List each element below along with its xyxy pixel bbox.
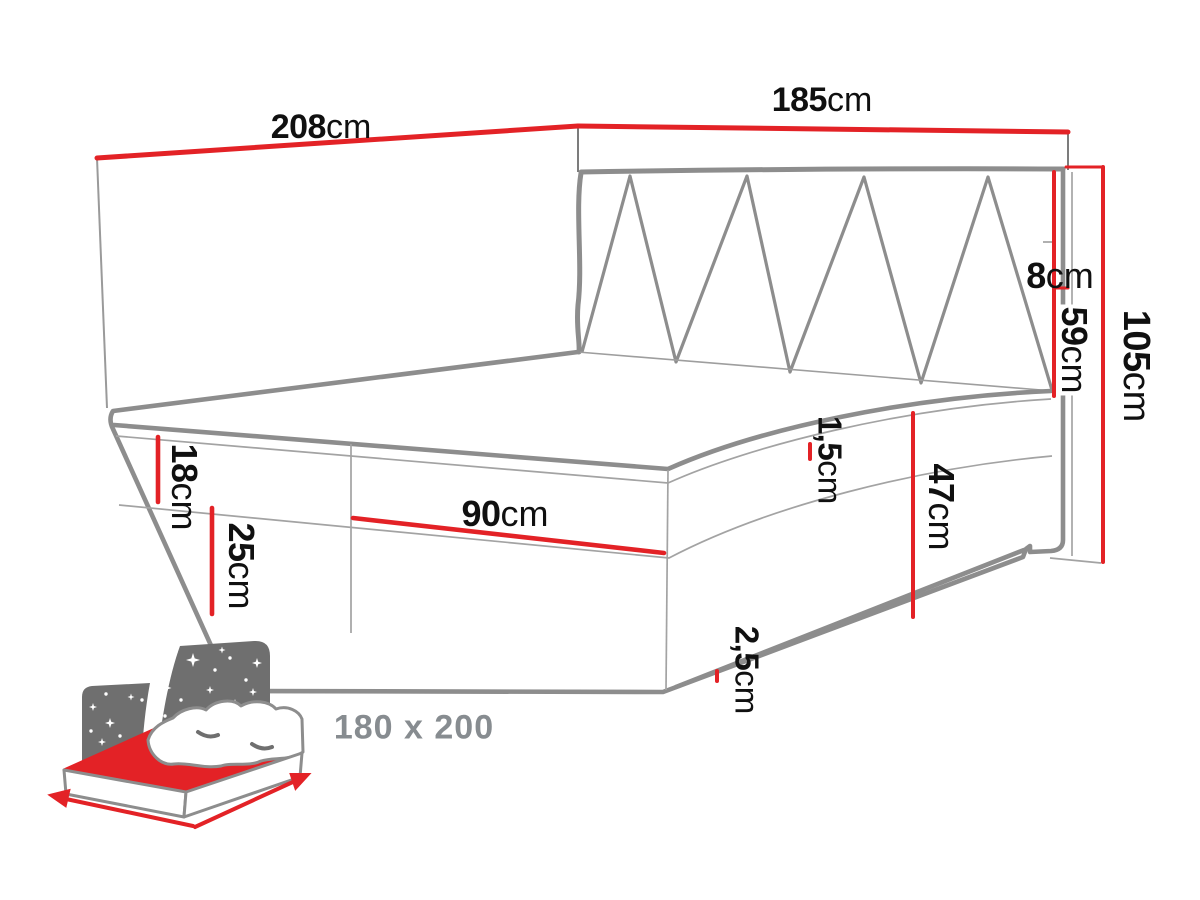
dimension-unit: cm bbox=[1045, 255, 1094, 296]
dimension-value: 185 bbox=[771, 81, 828, 119]
dimension-value: 90 bbox=[461, 493, 501, 534]
dimension-label-half-mattress-width: 90cm bbox=[461, 496, 548, 532]
headboard-outline bbox=[574, 166, 1066, 355]
dimension-label-headboard-height-above-mattress: 59cm bbox=[1054, 304, 1095, 396]
dimension-drop-lines bbox=[577, 127, 1069, 172]
mattress-seam-lines bbox=[115, 241, 1102, 691]
dimension-unit: cm bbox=[811, 460, 849, 505]
dimension-label-headboard-width: 185cm bbox=[772, 83, 873, 117]
dimension-unit: cm bbox=[921, 502, 962, 551]
dimension-unit: cm bbox=[221, 561, 262, 610]
dimension-value: 8 bbox=[1026, 255, 1046, 296]
headboard-zigzag-pattern bbox=[580, 174, 1054, 391]
dimension-value: 208 bbox=[270, 108, 327, 146]
wall-outline bbox=[96, 157, 108, 409]
dimension-value: 47 bbox=[921, 463, 962, 503]
dimension-lines-red bbox=[94, 123, 1105, 683]
dimension-unit: cm bbox=[325, 108, 372, 146]
dimension-label-leg-height: 2,5cm bbox=[728, 625, 766, 715]
dimension-value: 105 bbox=[1115, 309, 1157, 372]
size-arrows bbox=[47, 773, 312, 829]
size-badge: 180 x 200 bbox=[333, 708, 495, 747]
dimension-label-mattress-thickness: 18cm bbox=[164, 443, 205, 531]
dimension-unit: cm bbox=[164, 482, 205, 531]
dimension-value: 25 bbox=[221, 522, 262, 562]
dimension-value: 2,5 bbox=[728, 625, 766, 671]
dimension-value: 1,5 bbox=[811, 415, 849, 461]
dimension-unit: cm bbox=[728, 670, 766, 715]
dimension-label-total-length: 208cm bbox=[271, 110, 372, 144]
duvet-fold-lines bbox=[196, 730, 274, 751]
dimension-value: 59 bbox=[1054, 306, 1095, 346]
dimension-label-headboard-thickness: 8cm bbox=[1026, 258, 1094, 294]
dimension-unit: cm bbox=[1054, 345, 1095, 394]
dimension-unit: cm bbox=[500, 493, 549, 534]
dimension-value: 18 bbox=[164, 443, 205, 483]
dimension-unit: cm bbox=[1115, 371, 1157, 423]
bed-outline bbox=[108, 166, 1066, 695]
dimension-unit: cm bbox=[826, 81, 873, 119]
dimension-label-total-height: 105cm bbox=[1115, 309, 1157, 423]
bed-size-icon bbox=[47, 640, 312, 829]
dimension-label-floor-to-mattress-top: 47cm bbox=[921, 463, 962, 551]
dimension-label-topper-seam-height: 1,5cm bbox=[811, 415, 849, 505]
dimension-label-base-box-height: 25cm bbox=[221, 522, 262, 610]
